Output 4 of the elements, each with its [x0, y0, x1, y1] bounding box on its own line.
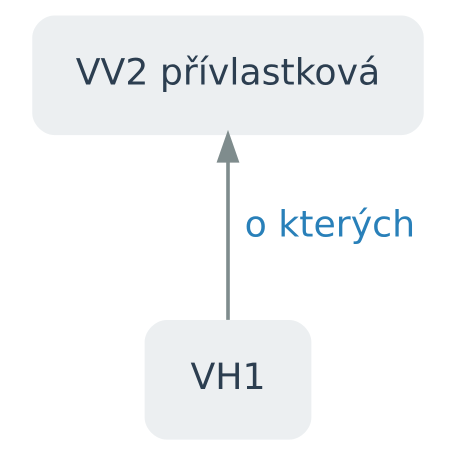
edge-label: o kterých [244, 202, 415, 246]
arrow [216, 130, 239, 320]
node-box: VH1 [144, 320, 311, 440]
node-box: VV2 přívlastková [32, 15, 424, 136]
